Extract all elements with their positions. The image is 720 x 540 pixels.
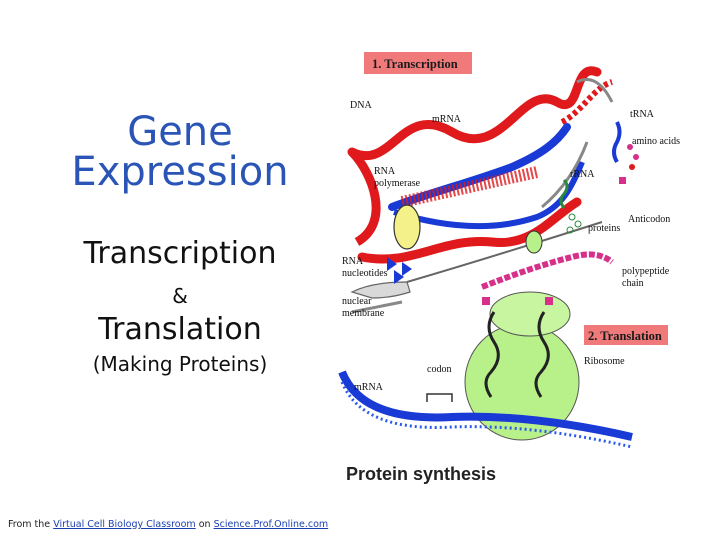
ampersand: & <box>172 284 188 308</box>
mrna-strand <box>388 123 585 230</box>
credit-link-classroom[interactable]: Virtual Cell Biology Classroom <box>53 519 196 530</box>
rrna-subunit <box>525 230 543 254</box>
codon-bracket <box>426 393 453 402</box>
step1-label: 1. Transcription <box>372 57 458 71</box>
step2-label-box <box>584 325 668 345</box>
label-rna: RNA <box>374 166 396 177</box>
label-anticodon: Anticodon <box>628 214 670 225</box>
rna-polymerase <box>393 204 421 250</box>
slide-title: Gene Expression <box>40 112 320 192</box>
label-mrna-bottom: mRNA <box>354 382 384 393</box>
label-rrna: rRNA <box>570 169 595 180</box>
ribosome-small-subunit <box>489 291 571 337</box>
label-polypeptide: polypeptide <box>622 266 670 277</box>
label-membrane: membrane <box>342 308 385 319</box>
label-chain: chain <box>622 278 644 289</box>
label-amino-acids: amino acids <box>632 136 680 147</box>
polypeptide-chain <box>480 251 614 290</box>
mrna-bottom-strand <box>338 370 633 441</box>
trna-on-ribosome <box>482 297 553 398</box>
trna-cluster <box>559 121 639 234</box>
subtitle-translation: Translation <box>98 312 262 347</box>
credit-middle: on <box>198 519 211 530</box>
figure-caption: Protein synthesis <box>346 464 496 484</box>
subtitle-transcription: Transcription <box>83 236 277 271</box>
label-polymerase: polymerase <box>374 178 421 189</box>
process-arrows <box>351 78 614 314</box>
credit-link-site[interactable]: Science.Prof.Online.com <box>213 519 329 530</box>
nuclear-membrane <box>350 281 411 299</box>
label-nuclear: nuclear <box>342 296 372 307</box>
subtitle-note: (Making Proteins) <box>92 352 268 376</box>
label-ribosome: Ribosome <box>584 356 625 367</box>
label-rna-2: RNA <box>342 256 364 267</box>
label-trna: tRNA <box>630 109 655 120</box>
label-codon: codon <box>427 364 451 375</box>
step1-label-box <box>364 52 472 74</box>
title-line-1: Gene <box>127 109 233 155</box>
credit-line: From the Virtual Cell Biology Classroom … <box>8 519 328 530</box>
label-proteins: proteins <box>588 223 620 234</box>
title-line-2: Expression <box>71 149 289 195</box>
label-dna: DNA <box>350 100 372 111</box>
protein-synthesis-diagram: 1. Transcription <box>338 52 680 484</box>
dna-helix <box>347 66 614 264</box>
label-mrna-top: mRNA <box>432 114 462 125</box>
step2-label: 2. Translation <box>588 329 662 343</box>
rna-nucleotides <box>387 257 412 284</box>
label-nucleotides: nucleotides <box>342 268 388 279</box>
credit-prefix: From the <box>8 519 51 530</box>
